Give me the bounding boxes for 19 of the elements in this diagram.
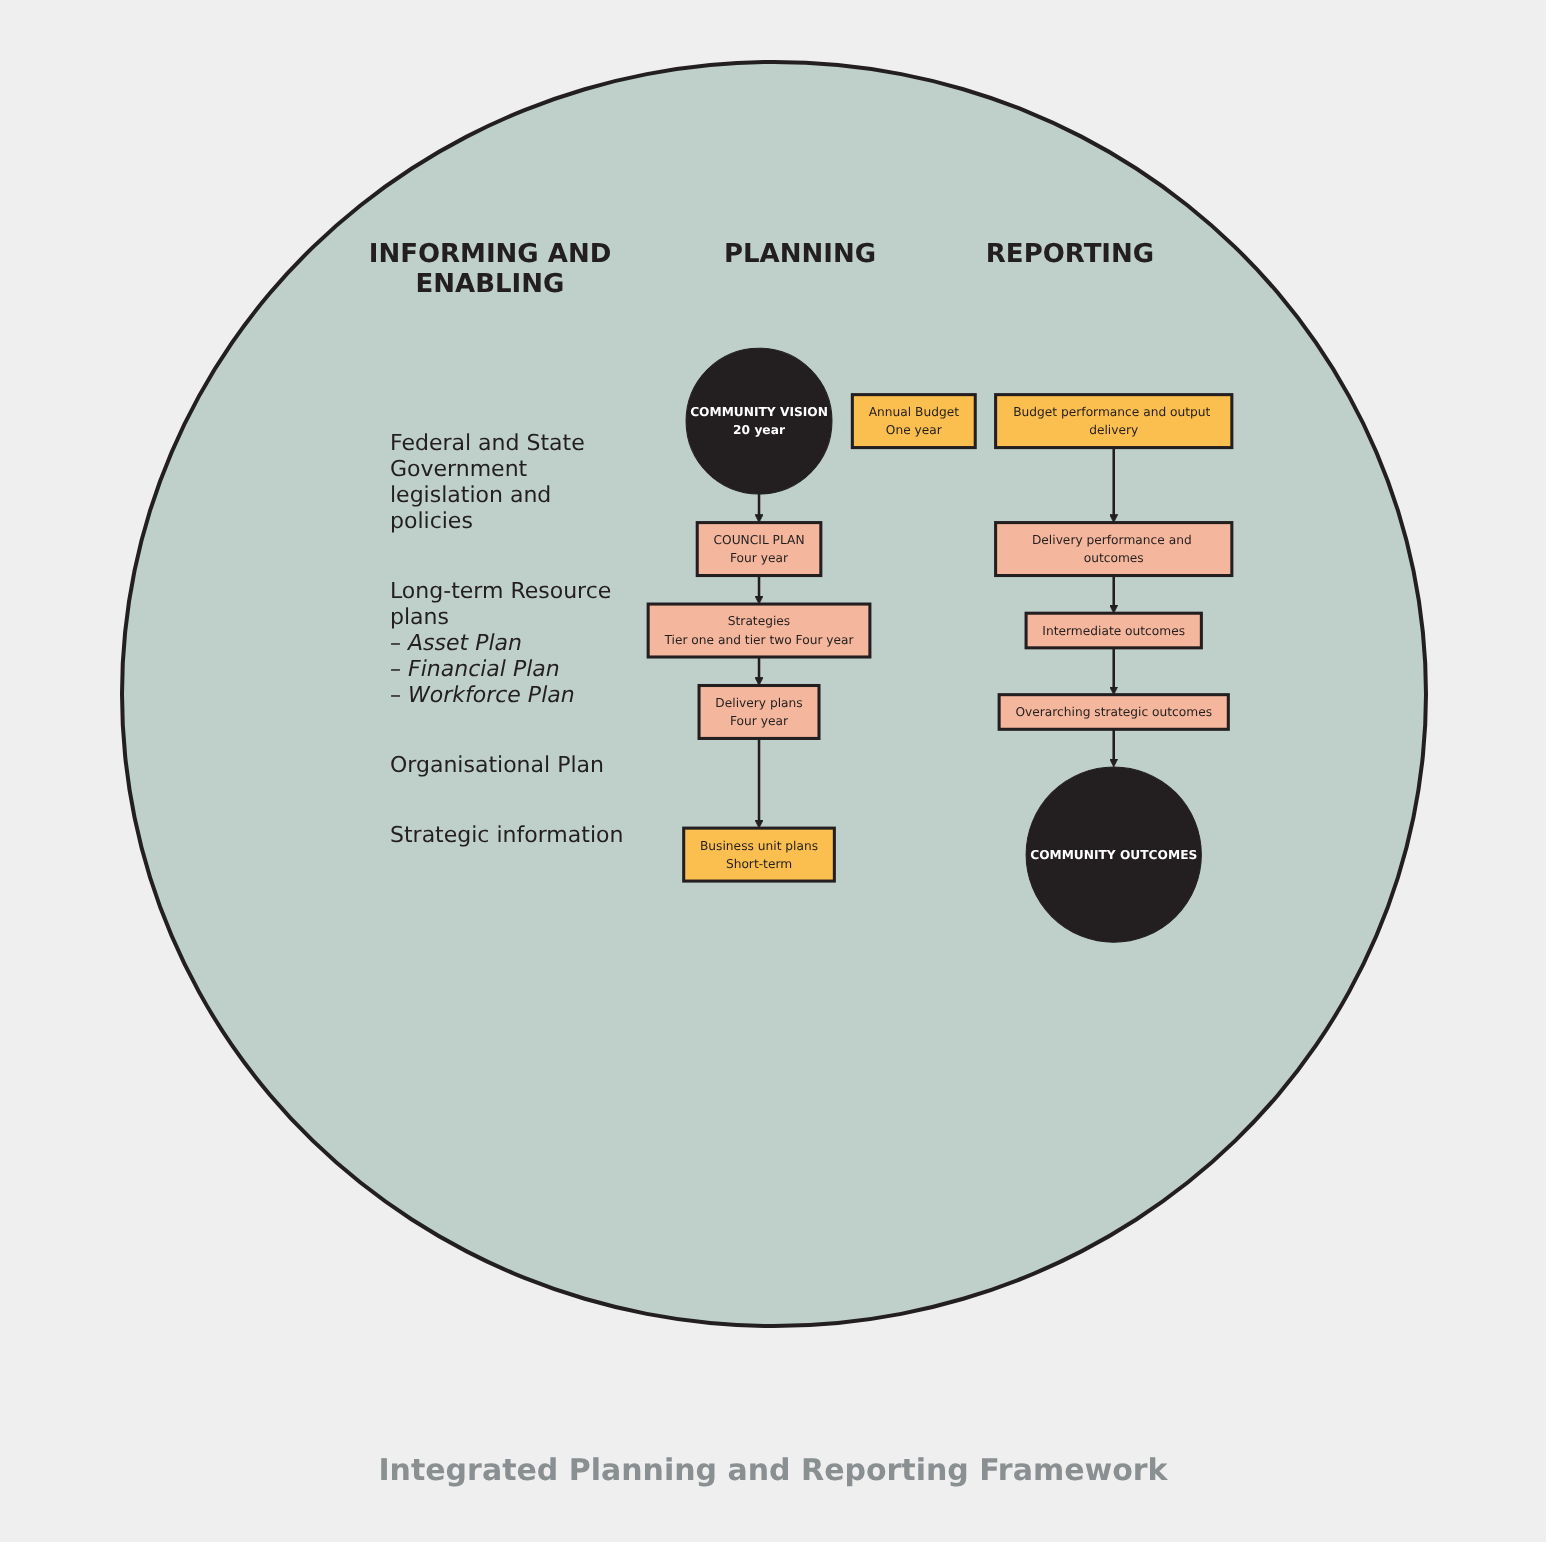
input-item-text: Strategic information xyxy=(390,822,626,848)
arrow xyxy=(1109,729,1119,768)
input-item-text: – Financial Plan xyxy=(390,656,562,682)
input-item-text: Long-term Resource plans xyxy=(390,578,614,630)
arrow xyxy=(754,657,764,686)
arrow xyxy=(754,494,764,523)
caption: Integrated Planning and Reporting Framework xyxy=(376,1452,1170,1488)
column-heading: PLANNING xyxy=(721,240,879,270)
arrow xyxy=(1109,647,1119,696)
column-heading: INFORMING AND ENABLING xyxy=(366,240,614,300)
input-item-text: Organisational Plan xyxy=(390,752,606,778)
arrow xyxy=(754,575,764,605)
arrow xyxy=(754,738,764,829)
input-item-text: – Asset Plan xyxy=(390,630,524,656)
arrow xyxy=(1109,575,1119,614)
arrow xyxy=(1109,447,1119,523)
input-item-text: Federal and State Government legislation and policies xyxy=(390,430,587,534)
column-heading: REPORTING xyxy=(983,240,1157,270)
input-item-text: – Workforce Plan xyxy=(390,682,577,708)
